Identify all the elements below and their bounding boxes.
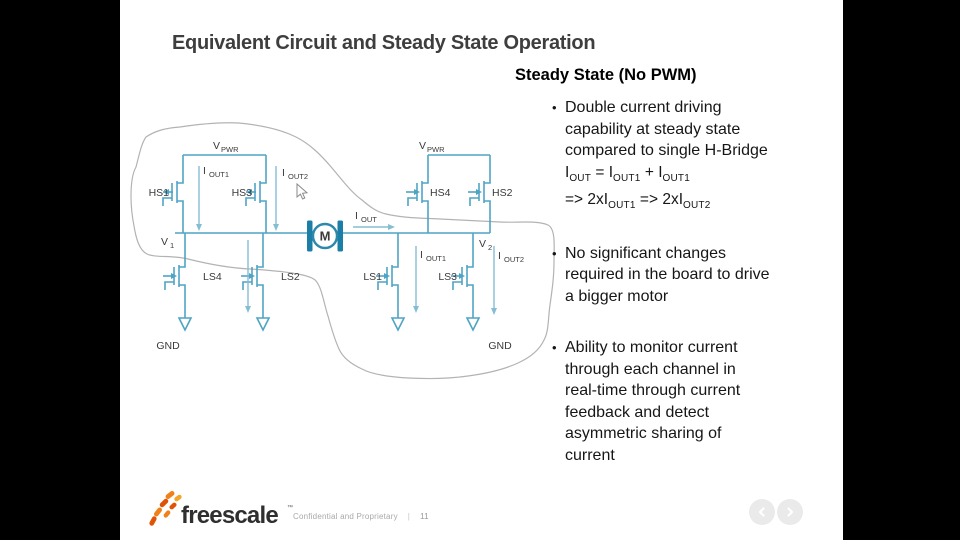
bullet-line: Double current driving: [565, 99, 722, 116]
gnd-right-label: GND: [488, 340, 512, 352]
bullet-line: through each channel in: [565, 360, 736, 378]
v2-sub: 2: [488, 243, 492, 252]
bullet-dot: •: [552, 100, 557, 115]
freescale-logo: freescale ™: [149, 490, 293, 529]
motor-symbol: M: [307, 220, 343, 252]
iout1-right-sub: OUT1: [426, 254, 446, 263]
bullet-line: real-time through current: [565, 382, 741, 400]
trademark-symbol: ™: [287, 504, 293, 511]
iout1-left-sub: OUT1: [209, 170, 229, 179]
formula-line-1: IOUT = IOUT1 + IOUT1: [565, 163, 690, 184]
iout2-right-sub: OUT2: [504, 255, 524, 264]
ls3-label: LS3: [438, 271, 457, 283]
ls2-mosfet: [240, 262, 264, 291]
gnd-symbol: [177, 317, 193, 332]
v2-label: V: [479, 238, 486, 250]
bullet-line: required in the board to drive: [565, 266, 770, 284]
vpwr-left-label: V: [213, 140, 220, 152]
iout-motor-arrow: [353, 224, 395, 230]
hs1-label: HS1: [149, 187, 170, 199]
page-number: 11: [420, 512, 429, 521]
bullet-monitor-current: • Ability to monitor current through eac…: [515, 337, 850, 466]
iout-sub: OUT: [361, 215, 377, 224]
vpwr-right-sub: PWR: [427, 145, 445, 154]
iout1-right-label: I: [420, 249, 423, 261]
previous-slide-button[interactable]: [749, 499, 775, 525]
ls4-label: LS4: [203, 271, 222, 283]
slide-title: Equivalent Circuit and Steady State Oper…: [172, 32, 596, 54]
ls4-mosfet: [162, 262, 186, 291]
bullet-line: compared to single H-Bridge: [565, 142, 768, 159]
v1-sub: 1: [170, 241, 174, 250]
bullet-line: asymmetric sharing of: [565, 425, 722, 443]
footer-divider: |: [407, 512, 411, 521]
gnd-symbol: [255, 317, 271, 332]
bullet-dot: •: [552, 340, 557, 356]
gnd-left-label: GND: [156, 340, 180, 352]
vpwr-left-sub: PWR: [221, 145, 239, 154]
hs4-label: HS4: [430, 187, 451, 199]
freescale-wordmark: freescale: [181, 502, 278, 529]
mouse-cursor-icon: [296, 182, 309, 200]
iout1-left-arrow: [196, 166, 202, 231]
chevron-left-icon: [758, 507, 765, 517]
iout2-left-sub: OUT2: [288, 172, 308, 181]
bullet-dot: •: [552, 245, 557, 261]
vpwr-right-label: V: [419, 140, 426, 152]
slide: Equivalent Circuit and Steady State Oper…: [120, 0, 843, 540]
chevron-right-icon: [787, 507, 794, 517]
bullet-line: feedback and detect: [565, 403, 710, 421]
iout2-right-label: I: [498, 250, 501, 262]
left-bottom-current-arrow: [245, 240, 251, 313]
current-path-outline: [130, 122, 555, 380]
circuit-diagram: M V PWR V PWR I OUT1 I OUT2 I OUT I OUT1…: [130, 122, 555, 380]
footer-confidential: Confidential and Proprietary | 11: [293, 512, 429, 521]
iout2-left-label: I: [282, 167, 285, 179]
iout1-right-arrow: [413, 246, 419, 313]
gnd-symbol: [390, 317, 406, 332]
bullet-line: current: [565, 446, 615, 464]
formula-line-2: => 2xIOUT1 => 2xIOUT2: [565, 191, 711, 212]
gnd-symbol: [465, 317, 481, 332]
bullet-line: capability at steady state: [565, 120, 741, 138]
hs2-label: HS2: [492, 187, 513, 199]
bullet-line: a bigger motor: [565, 287, 669, 305]
hs3-label: HS3: [232, 187, 253, 199]
hs2-mosfet: [467, 178, 491, 207]
freescale-wing-icon: [149, 490, 182, 526]
bullet-double-current: • Double current driving capability at s…: [515, 97, 850, 217]
confidential-text: Confidential and Proprietary: [293, 512, 398, 521]
iout2-left-arrow: [273, 166, 279, 231]
ls2-label: LS2: [281, 271, 300, 283]
iout2-right-arrow: [491, 246, 497, 315]
ls1-label: LS1: [363, 271, 382, 283]
v1-label: V: [161, 236, 168, 248]
bullet-line: Ability to monitor current: [565, 339, 738, 357]
next-slide-button[interactable]: [777, 499, 803, 525]
bullet-no-changes: • No significant changes required in the…: [515, 243, 850, 308]
motor-label: M: [320, 229, 331, 244]
hs4-mosfet: [405, 178, 429, 207]
bullet-line: No significant changes: [565, 244, 726, 262]
right-panel: Steady State (No PWM) • Double current d…: [515, 66, 850, 466]
iout1-left-label: I: [203, 165, 206, 177]
panel-heading: Steady State (No PWM): [515, 66, 697, 84]
iout-label: I: [355, 210, 358, 222]
